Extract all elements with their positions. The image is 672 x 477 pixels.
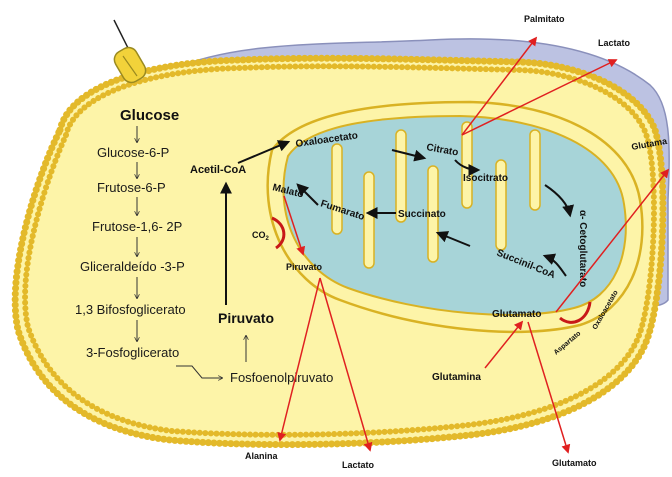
label-frutose-1-6-2p: Frutose-1,6- 2P: [92, 219, 182, 234]
glucose-transporter: [111, 20, 149, 86]
label-alanina: Alanina: [245, 451, 279, 461]
label-alfa-cetoglutarato: α- Cetoglutarato: [577, 210, 588, 287]
label-glucose: Glucose: [120, 107, 179, 124]
label-lactato-top: Lactato: [598, 38, 631, 48]
label-3-fosfoglicerato: 3-Fosfoglicerato: [86, 345, 179, 360]
label-glutamina: Glutamina: [432, 372, 481, 383]
label-piruvato-small: Piruvato: [286, 262, 323, 272]
label-palmitato: Palmitato: [524, 14, 565, 24]
label-lactato-bottom: Lactato: [342, 460, 375, 470]
label-glutamato-bottom: Glutamato: [552, 458, 597, 468]
label-glucose-6-p: Glucose-6-P: [97, 145, 169, 160]
label-succinato: Succinato: [398, 209, 446, 220]
label-glutamato-inner: Glutamato: [492, 309, 541, 320]
label-isocitrato: Isocitrato: [463, 173, 508, 184]
label-piruvato-main: Piruvato: [218, 310, 274, 326]
label-gliceraldeido-3-p: Gliceraldeído -3-P: [80, 259, 185, 274]
label-acetil-coa: Acetil-CoA: [190, 164, 246, 176]
label-1-3-bifosfoglicerato: 1,3 Bifosfoglicerato: [75, 302, 186, 317]
label-fosfoenolpiruvato: Fosfoenolpiruvato: [230, 370, 333, 385]
label-frutose-6-p: Frutose-6-P: [97, 180, 166, 195]
